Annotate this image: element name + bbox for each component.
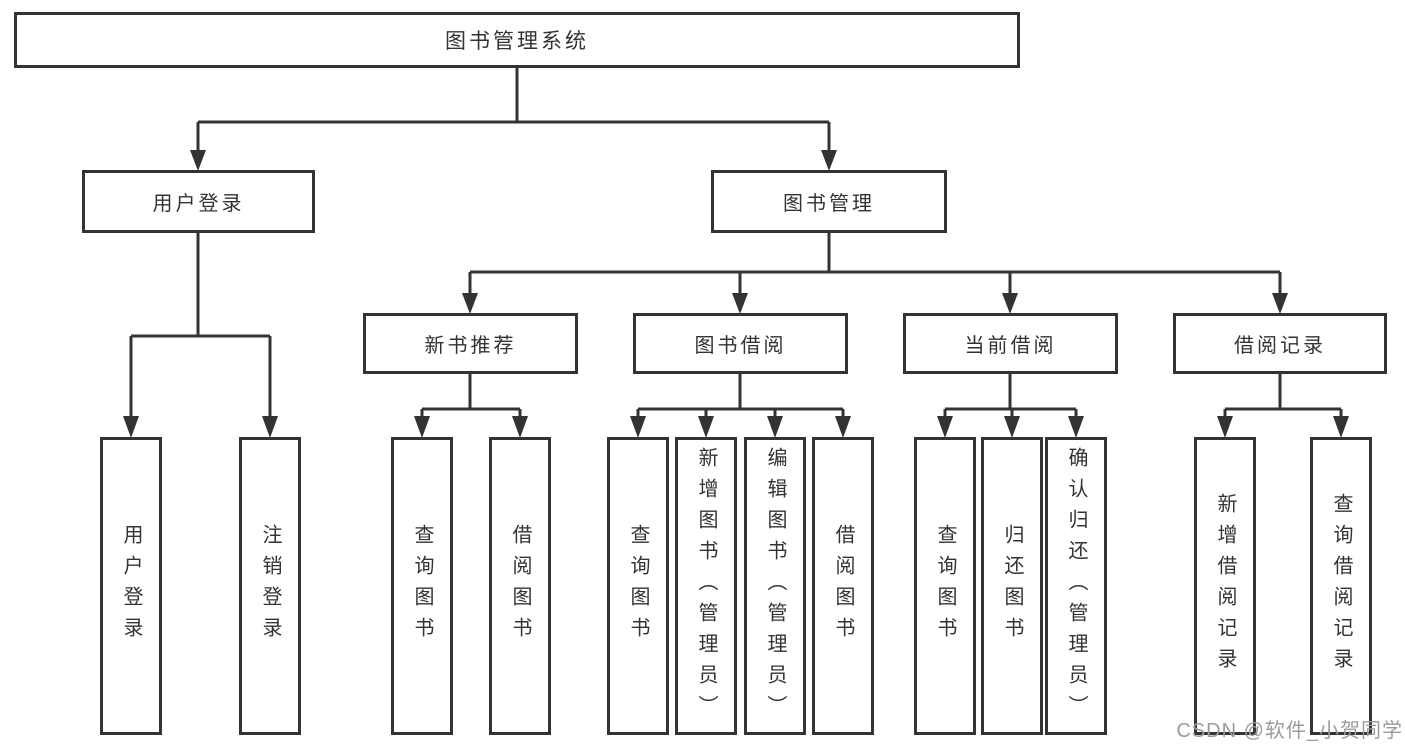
connector-line bbox=[420, 374, 522, 418]
arrow-down-icon bbox=[1068, 416, 1084, 438]
arrow-down-icon bbox=[462, 293, 478, 314]
arrow-down-icon bbox=[1272, 293, 1288, 314]
leaf-borrow-edit-book: 编辑图书（管理员） bbox=[744, 437, 806, 735]
arrow-down-icon bbox=[835, 416, 851, 438]
arrow-down-icon bbox=[1002, 293, 1018, 314]
leaf-borrow-borrow-book: 借阅图书 bbox=[812, 437, 874, 735]
leaf-current-query-book: 查询图书 bbox=[914, 437, 976, 735]
connector-line bbox=[468, 233, 1282, 294]
arrow-down-icon bbox=[123, 416, 139, 438]
watermark: CSDN @软件_小贺同学 bbox=[1176, 720, 1403, 742]
leaf-borrow-add-book: 新增图书（管理员） bbox=[675, 437, 737, 735]
arrow-down-icon bbox=[1333, 416, 1349, 438]
node-borrow-records: 借阅记录 bbox=[1173, 313, 1387, 374]
arrow-down-icon bbox=[630, 416, 646, 438]
connector-line bbox=[196, 68, 831, 152]
leaf-recommend-borrow-book: 借阅图书 bbox=[489, 437, 551, 735]
arrow-down-icon bbox=[1004, 416, 1020, 438]
arrow-down-icon bbox=[937, 416, 953, 438]
leaf-current-confirm-return: 确认归还（管理员） bbox=[1045, 437, 1107, 735]
node-book-borrow: 图书借阅 bbox=[633, 313, 848, 374]
leaf-user-login: 用户登录 bbox=[100, 437, 162, 735]
node-new-book-recommend: 新书推荐 bbox=[363, 313, 578, 374]
arrow-down-icon bbox=[821, 150, 837, 171]
arrow-down-icon bbox=[190, 150, 206, 171]
arrow-down-icon bbox=[698, 416, 714, 438]
leaf-borrow-query-book: 查询图书 bbox=[607, 437, 669, 735]
node-current-borrow: 当前借阅 bbox=[903, 313, 1118, 374]
connector-line bbox=[129, 233, 272, 418]
leaf-logout: 注销登录 bbox=[239, 437, 301, 735]
leaf-current-return-book: 归还图书 bbox=[981, 437, 1043, 735]
leaf-recommend-query-book: 查询图书 bbox=[391, 437, 453, 735]
arrow-down-icon bbox=[767, 416, 783, 438]
connector-line bbox=[636, 374, 845, 418]
arrow-down-icon bbox=[414, 416, 430, 438]
arrow-down-icon bbox=[732, 293, 748, 314]
node-root: 图书管理系统 bbox=[14, 12, 1020, 68]
arrow-down-icon bbox=[262, 416, 278, 438]
arrow-down-icon bbox=[1217, 416, 1233, 438]
arrow-down-icon bbox=[512, 416, 528, 438]
connector-line bbox=[943, 374, 1078, 418]
node-user-login: 用户登录 bbox=[82, 170, 315, 233]
node-book-management: 图书管理 bbox=[711, 170, 947, 233]
connector-line bbox=[1223, 374, 1343, 418]
leaf-records-add-record: 新增借阅记录 bbox=[1194, 437, 1256, 735]
leaf-records-query-record: 查询借阅记录 bbox=[1310, 437, 1372, 735]
